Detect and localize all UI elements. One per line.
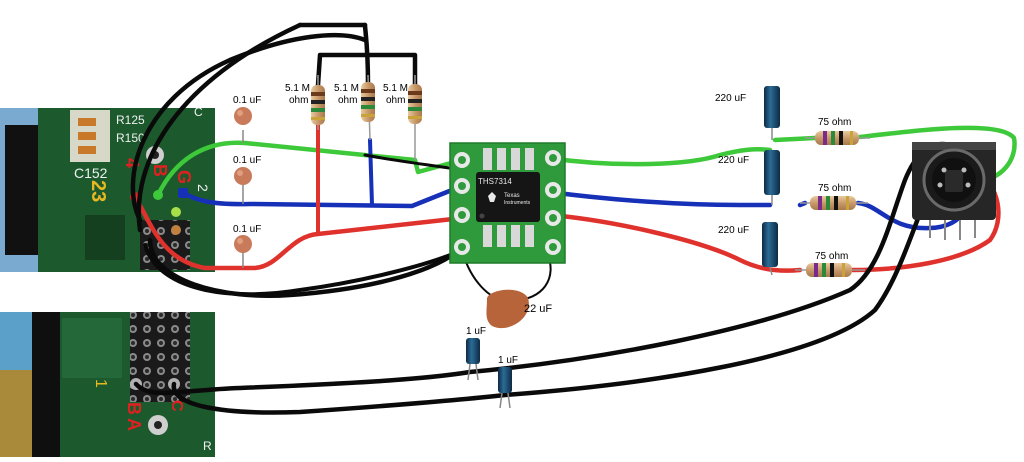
bottom-left-pcb: 1 B A C R (0, 312, 215, 457)
res-51-a-line2: ohm (289, 95, 308, 106)
res-51-a: 5.1 M ohm (285, 75, 325, 130)
cap-01-a-label: 0.1 uF (233, 95, 261, 106)
label-2: 2 (195, 184, 211, 192)
cap-220-a: 220 uF (715, 86, 780, 140)
res-51-b-line1: 5.1 M (334, 83, 359, 94)
cap-1-a-label: 1 uF (466, 326, 486, 337)
cap-220-c-label: 220 uF (718, 225, 749, 236)
mini-din-connector (912, 142, 996, 240)
label-r-bottom: R (203, 439, 212, 453)
label-b-top: B (150, 164, 170, 177)
cap-01-a: 0.1 uF (233, 95, 261, 143)
res-75-c: 75 ohm (795, 251, 865, 277)
ti-logo-icon (488, 192, 496, 202)
cap-220-b: 220 uF (718, 150, 780, 205)
res-51-b-line2: ohm (338, 95, 357, 106)
cap-220-b-label: 220 uF (718, 155, 749, 166)
res-51-c-line2: ohm (386, 95, 405, 106)
label-r150: R150 (116, 131, 145, 145)
cap-1-a: 1 uF (466, 326, 486, 381)
cap-220-c: 220 uF (718, 222, 778, 276)
label-a-bottom: A (124, 418, 144, 431)
ths7314-chip (476, 172, 540, 222)
label-b-bottom: B (124, 402, 144, 415)
cap-01-c-label: 0.1 uF (233, 224, 261, 235)
pin-lime-dot (171, 207, 181, 217)
label-r125: R125 (116, 113, 145, 127)
cap-22: 22 uF (486, 289, 552, 329)
label-c152: C152 (74, 165, 108, 181)
cap-01-b-label: 0.1 uF (233, 155, 261, 166)
chip-brand-line2: Instruments (504, 200, 531, 206)
res-75-b: 75 ohm (800, 183, 868, 210)
cap-220-a-label: 220 uF (715, 93, 746, 104)
label-c-bottom: C (168, 400, 185, 412)
label-23: 23 (87, 180, 109, 202)
chip-brand-line1: Texas (504, 193, 520, 199)
ths7314-breakout: THS7314 Texas Instruments (449, 142, 566, 264)
res-75-c-label: 75 ohm (815, 251, 848, 262)
cap-22-label: 22 uF (524, 303, 552, 315)
label-4: 4 (122, 158, 142, 168)
res-51-a-line1: 5.1 M (285, 83, 310, 94)
res-51-c-line1: 5.1 M (383, 83, 408, 94)
res-51-c: 5.1 M ohm (383, 75, 422, 160)
chip-part-number: THS7314 (478, 177, 512, 186)
wires (130, 22, 1017, 415)
label-c: C (194, 105, 203, 119)
cap-1-b: 1 uF (498, 355, 518, 409)
label-g-top: G (174, 170, 194, 184)
label-1: 1 (92, 379, 109, 388)
top-left-pcb: R125 R150 C C152 23 4 B G 2 (0, 105, 215, 272)
cap-1-b-label: 1 uF (498, 355, 518, 366)
pin-orange-dot (171, 225, 181, 235)
res-51-b: 5.1 M ohm (334, 74, 375, 141)
cap-01-c: 0.1 uF (233, 224, 261, 268)
res-75-a: 75 ohm (805, 117, 870, 145)
res-75-a-label: 75 ohm (818, 117, 851, 128)
cap-01-b: 0.1 uF (233, 155, 261, 204)
res-75-b-label: 75 ohm (818, 183, 851, 194)
breakout-pads (454, 150, 561, 255)
